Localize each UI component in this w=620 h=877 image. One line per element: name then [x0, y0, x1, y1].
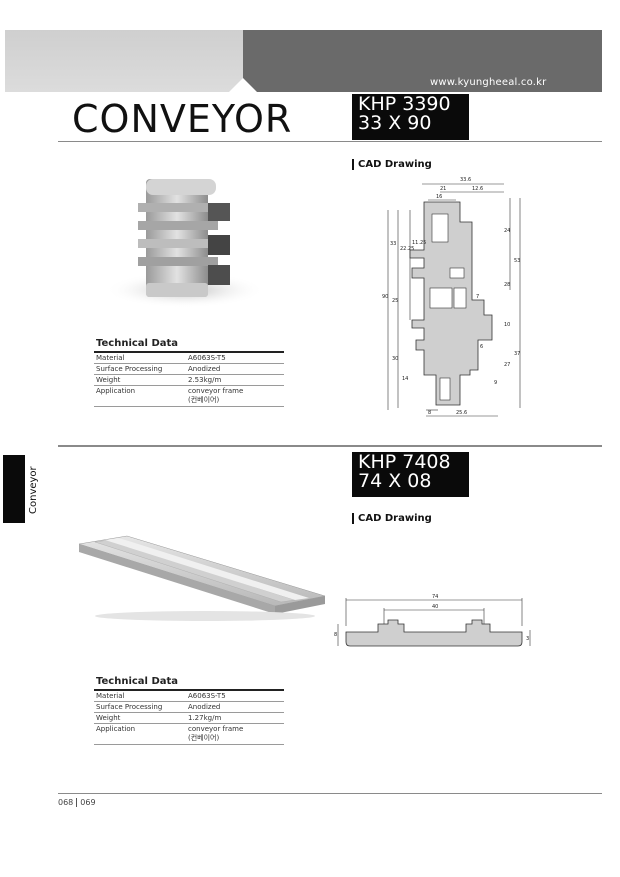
dim-label: 6 [480, 344, 483, 350]
dim-label: 22.25 [400, 246, 414, 252]
dim-label: 21 [440, 186, 446, 192]
page-title: CONVEYOR [72, 97, 293, 141]
website-url[interactable]: www.kyungheeal.co.kr [430, 77, 547, 88]
technical-data-title: Technical Data [94, 674, 284, 691]
tech-key: Surface Processing [94, 701, 186, 713]
dim-label: 30 [392, 356, 398, 362]
dim-label: 25.6 [456, 410, 467, 416]
tech-value: Anodized [186, 701, 284, 713]
dim-label: 27 [504, 362, 510, 368]
model-number: KHP 3390 [358, 93, 451, 115]
dim-label: 10 [504, 322, 510, 328]
tech-key: Weight [94, 374, 186, 386]
dim-label: 14 [402, 376, 408, 382]
dim-label: 24 [504, 228, 510, 234]
header-notch [229, 78, 257, 92]
tech-key: Material [94, 353, 186, 364]
tech-value: conveyor frame [188, 725, 244, 733]
header-band-light [5, 30, 243, 92]
cad-drawing-label: CAD Drawing [352, 159, 432, 170]
section-divider [58, 141, 602, 142]
tech-value: 1.27kg/m [186, 712, 284, 724]
side-tab-label: Conveyor [28, 466, 39, 514]
footer-rule [58, 793, 602, 794]
page-number-right: 069 [80, 798, 96, 807]
model-size: 33 X 90 [358, 112, 432, 134]
page-number-left: 068 [58, 798, 74, 807]
header-band-dark [243, 30, 602, 92]
tech-key: Surface Processing [94, 363, 186, 375]
dim-label: 11.25 [412, 240, 426, 246]
dim-label: 3 [526, 636, 529, 642]
tech-value-sub: (컨베이어) [188, 396, 220, 404]
dim-label: 37 [514, 351, 520, 357]
model-size: 74 X 08 [358, 470, 432, 492]
model-number: KHP 7408 [358, 451, 451, 473]
section-side-tab [3, 455, 25, 523]
dim-label: 33 [390, 241, 396, 247]
dim-label: 16 [436, 194, 442, 200]
tech-key: Application [94, 723, 186, 745]
dim-label: 9 [494, 380, 497, 386]
tech-value: A6063S-T5 [186, 353, 284, 364]
section-divider [58, 445, 602, 447]
tech-value: 2.53kg/m [186, 374, 284, 386]
dim-label: 53 [514, 258, 520, 264]
tech-value: Anodized [186, 363, 284, 375]
dim-label: 33.6 [460, 177, 471, 183]
product-image-khp7408 [78, 535, 326, 621]
dim-label: 40 [432, 604, 438, 610]
page-numbers: 068 069 [58, 798, 96, 807]
technical-data-title: Technical Data [94, 336, 284, 353]
product-image-khp3390 [105, 179, 265, 308]
cad-drawing-khp3390: 33.6 21 12.6 16 33 22.25 11.25 24 53 90 … [382, 177, 520, 417]
dim-label: 8 [428, 410, 431, 416]
model-badge-khp3390: KHP 3390 33 X 90 [352, 94, 469, 140]
tech-key: Weight [94, 712, 186, 724]
cad-drawing-label: CAD Drawing [352, 513, 432, 524]
dim-label: 74 [432, 594, 438, 600]
dim-label: 90 [382, 294, 388, 300]
dim-label: 7 [476, 294, 479, 300]
tech-value-sub: (컨베이어) [188, 734, 220, 742]
dim-label: 8 [334, 632, 337, 638]
dim-label: 12.6 [472, 186, 483, 192]
cad-drawing-khp7408: 74 40 8 3 [334, 594, 531, 647]
model-badge-khp7408: KHP 7408 74 X 08 [352, 452, 469, 497]
tech-key: Application [94, 385, 186, 407]
dim-label: 25 [392, 298, 398, 304]
tech-value: A6063S-T5 [186, 691, 284, 702]
tech-key: Material [94, 691, 186, 702]
tech-value: conveyor frame [188, 387, 244, 395]
dim-label: 28 [504, 282, 510, 288]
